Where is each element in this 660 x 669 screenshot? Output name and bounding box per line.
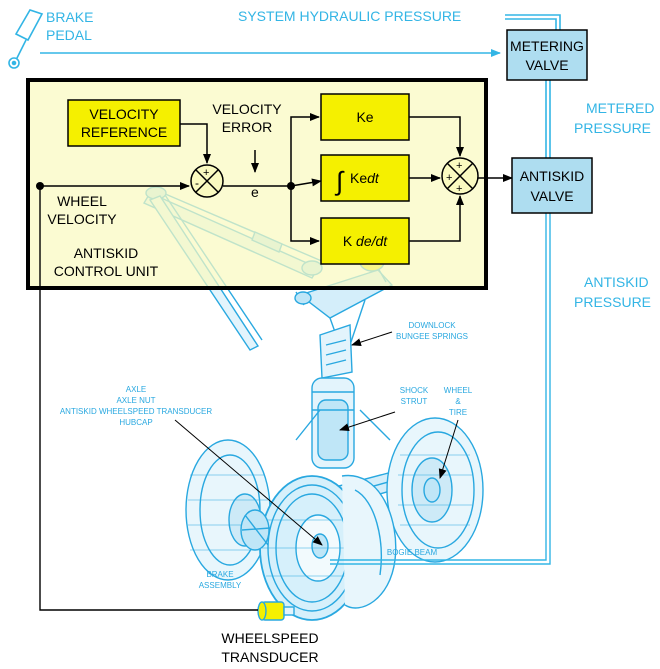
integral-block (320, 154, 410, 202)
brake-assembly (240, 509, 271, 551)
downlock-label-1: DOWNLOCK (408, 321, 456, 330)
axle-label: AXLE (126, 385, 146, 394)
ref-plus-sign: + (203, 167, 209, 179)
wheelspeed-transducer-label-1: WHEELSPEED (221, 630, 318, 646)
signal-lines (39, 113, 513, 611)
integral-label: Kedt (350, 170, 380, 186)
velocity-error-label-1: VELOCITY (212, 101, 282, 117)
out-plus-top: + (456, 160, 462, 172)
control-unit-label-1: ANTISKID (74, 245, 139, 261)
antiskid-valve-label-2: VALVE (530, 188, 573, 204)
wheelspeed-transducer-label-2: TRANSDUCER (221, 649, 318, 665)
velocity-reference-label-2: REFERENCE (81, 124, 167, 140)
wheel-tire-label-2: & (455, 397, 461, 406)
metering-valve-label-1: METERING (510, 38, 584, 54)
brake-assembly-label-1: BRAKE (206, 570, 233, 579)
metering-valve (506, 29, 588, 81)
shock-strut-label-2: STRUT (401, 397, 428, 406)
wheel-minus-sign: - (195, 176, 199, 190)
hydraulic-lines (40, 14, 561, 565)
callout-leaders (174, 331, 459, 546)
control-unit-label-2: CONTROL UNIT (54, 263, 159, 279)
transducer-part-label: ANTISKID WHEELSPEED TRANSDUCER (60, 407, 213, 416)
wheel-velocity-label-1: WHEEL (57, 193, 107, 209)
error-summing-junction (190, 164, 224, 198)
wheel-velocity-label-2: VELOCITY (47, 211, 117, 227)
wheel-velocity-node (36, 182, 44, 190)
error-symbol: e (251, 184, 259, 200)
velocity-reference-label-1: VELOCITY (89, 106, 159, 122)
antiskid-valve (511, 157, 593, 214)
downlock-area (319, 324, 353, 379)
derivative-label: K de/dt (343, 233, 388, 249)
out-plus-bottom: + (456, 183, 462, 195)
error-branch-node (287, 182, 295, 190)
velocity-reference-block (67, 99, 181, 147)
wheel-rear-right (386, 417, 484, 563)
metering-valve-label-2: VALVE (525, 57, 568, 73)
ke-block (320, 93, 410, 141)
wheel-tire-label-3: TIRE (449, 408, 467, 417)
metered-pressure-label-1: METERED (586, 100, 654, 116)
brake-assembly-label-2: ASSEMBLY (199, 581, 242, 590)
wheelspeed-transducer-device (257, 601, 295, 621)
derivative-block (320, 217, 410, 265)
output-summing-junction (441, 157, 479, 195)
hubcap-label: HUBCAP (119, 418, 152, 427)
brake-pedal-icon (8, 9, 44, 69)
axle-nut-label: AXLE NUT (116, 396, 155, 405)
velocity-error-label-2: ERROR (222, 119, 273, 135)
bogie-beam-label: BOGIE BEAM (387, 548, 438, 557)
pedal-label: PEDAL (46, 27, 92, 43)
shock-strut-label-1: SHOCK (400, 386, 429, 395)
antiskid-pressure-label-2: PRESSURE (574, 294, 651, 310)
metered-pressure-label-2: PRESSURE (574, 120, 651, 136)
ke-label: Ke (356, 109, 373, 125)
wheel-front-left (259, 475, 365, 621)
antiskid-valve-label-1: ANTISKID (520, 168, 585, 184)
wheel-tire-label-1: WHEEL (444, 386, 473, 395)
out-plus-left: + (446, 172, 452, 184)
antiskid-pressure-label-1: ANTISKID (584, 274, 649, 290)
system-pressure-label: SYSTEM HYDRAULIC PRESSURE (238, 8, 461, 24)
downlock-label-2: BUNGEE SPRINGS (396, 332, 468, 341)
brake-label: BRAKE (46, 9, 93, 25)
integral-sign: ∫ (334, 166, 345, 196)
shock-strut (295, 377, 391, 469)
